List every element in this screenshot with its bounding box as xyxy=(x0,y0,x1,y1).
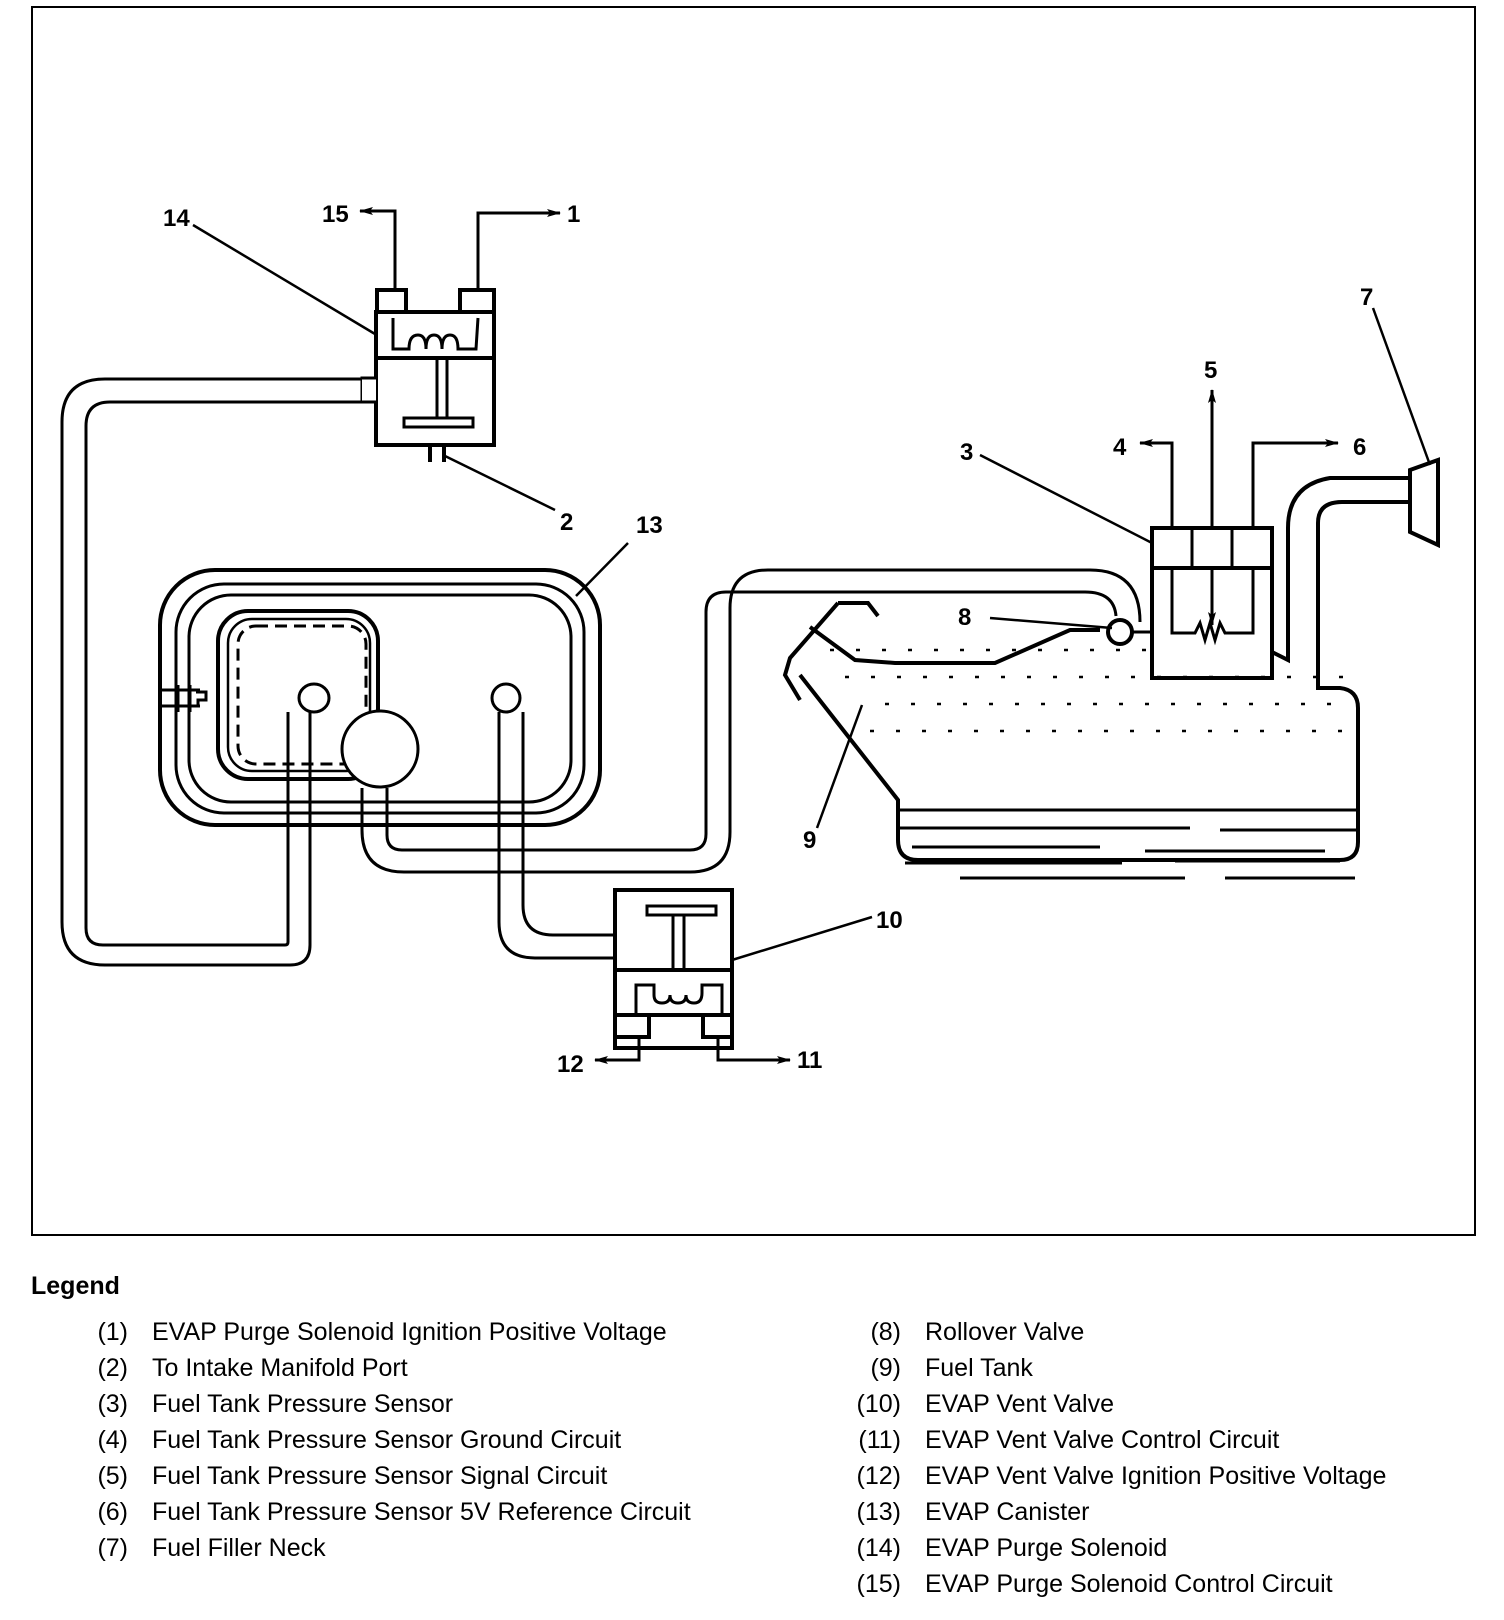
callout-5: 5 xyxy=(1204,357,1217,384)
purge-solenoid-connector-right xyxy=(458,288,496,314)
legend-number: (15) xyxy=(856,1570,901,1598)
legend-number: (3) xyxy=(97,1390,128,1418)
vapor-hose xyxy=(360,568,1142,874)
legend-number: (13) xyxy=(856,1498,901,1526)
legend-number: (10) xyxy=(856,1390,901,1418)
legend-item: (13) EVAP Canister xyxy=(835,1498,1475,1527)
legend-item: (2) To Intake Manifold Port xyxy=(90,1354,710,1383)
legend-number: (6) xyxy=(97,1498,128,1526)
legend-item: (14) EVAP Purge Solenoid xyxy=(835,1534,1475,1563)
evap-vent-valve xyxy=(600,888,734,1050)
evap-purge-solenoid xyxy=(360,288,496,462)
leader-10 xyxy=(731,915,873,962)
fuel-tank-pressure-sensor xyxy=(1150,526,1274,680)
legend-item: (7) Fuel Filler Neck xyxy=(90,1534,710,1563)
leader-8 xyxy=(989,616,1113,630)
filler-cap-icon xyxy=(1408,457,1440,549)
legend-number: (14) xyxy=(856,1534,901,1562)
leader-9 xyxy=(815,704,864,829)
legend-text: EVAP Vent Valve xyxy=(925,1390,1115,1418)
legend-text: Rollover Valve xyxy=(925,1318,1085,1346)
callout-2: 2 xyxy=(560,509,573,536)
legend-text: EVAP Purge Solenoid xyxy=(925,1534,1168,1562)
callout-7: 7 xyxy=(1360,284,1373,311)
legend-item: (8) Rollover Valve xyxy=(835,1318,1475,1347)
legend-item: (3) Fuel Tank Pressure Sensor xyxy=(90,1390,710,1419)
canister-vapor-port xyxy=(340,709,420,789)
leader-2 xyxy=(444,454,556,512)
callout-8: 8 xyxy=(958,604,971,631)
leader-7 xyxy=(1371,307,1432,466)
legend-text: Fuel Tank Pressure Sensor xyxy=(152,1390,454,1418)
legend-title: Legend xyxy=(31,1272,120,1300)
vent-valve-wires xyxy=(594,1037,791,1064)
legend-number: (2) xyxy=(97,1354,128,1382)
legend-number: (8) xyxy=(870,1318,901,1346)
legend-number: (11) xyxy=(858,1426,901,1454)
legend-item: (9) Fuel Tank xyxy=(835,1354,1475,1383)
legend-number: (1) xyxy=(97,1318,128,1346)
purge-solenoid-plunger xyxy=(402,416,475,429)
callout-11: 11 xyxy=(797,1047,822,1074)
callout-15: 15 xyxy=(322,201,349,228)
vent-valve-plunger xyxy=(645,904,718,917)
legend-item: (12) EVAP Vent Valve Ignition Positive Vo… xyxy=(835,1462,1475,1491)
purge-solenoid-coil-icon xyxy=(391,317,480,351)
purge-hose xyxy=(60,377,362,967)
callout-1: 1 xyxy=(567,201,580,228)
leader-13 xyxy=(575,542,629,597)
fuel-tank xyxy=(782,538,1360,880)
legend-item: (11) EVAP Vent Valve Control Circuit xyxy=(835,1426,1475,1455)
callout-9: 9 xyxy=(803,827,816,854)
legend-text: Fuel Filler Neck xyxy=(152,1534,326,1562)
callout-6: 6 xyxy=(1353,434,1366,461)
legend-number: (12) xyxy=(856,1462,901,1490)
leader-14 xyxy=(192,223,376,336)
legend-item: (4) Fuel Tank Pressure Sensor Ground Circ… xyxy=(90,1426,710,1455)
vapor-dots xyxy=(830,648,1350,733)
legend-text: Fuel Tank Pressure Sensor Ground Circuit xyxy=(152,1426,622,1454)
legend-item: (10) EVAP Vent Valve xyxy=(835,1390,1475,1419)
legend-text: EVAP Canister xyxy=(925,1498,1090,1526)
legend-text: Fuel Tank xyxy=(925,1354,1033,1382)
legend-text: EVAP Purge Solenoid Control Circuit xyxy=(925,1570,1333,1598)
fuel-filler-neck xyxy=(1286,457,1440,549)
callout-12: 12 xyxy=(557,1051,584,1078)
canister-ports xyxy=(297,682,522,789)
legend-item: (15) EVAP Purge Solenoid Control Circuit xyxy=(835,1570,1475,1599)
vent-hose xyxy=(497,712,600,960)
evap-system-diagram: 14 15 1 2 13 7 5 3 4 6 8 9 10 12 11 xyxy=(60,201,1440,1078)
leader-3 xyxy=(979,453,1153,545)
callout-14: 14 xyxy=(163,205,190,232)
legend-column-left: (1) EVAP Purge Solenoid Ignition Positive… xyxy=(90,1318,710,1570)
callout-13: 13 xyxy=(636,512,663,539)
legend-number: (9) xyxy=(870,1354,901,1382)
evap-canister xyxy=(158,568,602,827)
callout-10: 10 xyxy=(876,907,903,934)
legend-text: EVAP Vent Valve Control Circuit xyxy=(925,1426,1280,1454)
canister-filter-dashed xyxy=(236,624,368,766)
legend-item: (1) EVAP Purge Solenoid Ignition Positive… xyxy=(90,1318,710,1347)
callout-3: 3 xyxy=(960,439,973,466)
legend-text: EVAP Vent Valve Ignition Positive Voltag… xyxy=(925,1462,1387,1490)
purge-solenoid-wires xyxy=(359,207,561,290)
legend-number: (5) xyxy=(97,1462,128,1490)
legend-text: Fuel Tank Pressure Sensor 5V Reference C… xyxy=(152,1498,691,1526)
legend-text: To Intake Manifold Port xyxy=(152,1354,408,1382)
legend-text: EVAP Purge Solenoid Ignition Positive Vo… xyxy=(152,1318,667,1346)
legend-item: (6) Fuel Tank Pressure Sensor 5V Referenc… xyxy=(90,1498,710,1527)
vent-valve-coil-icon xyxy=(634,983,724,1015)
rollover-valve xyxy=(1106,618,1134,646)
legend-number: (7) xyxy=(97,1534,128,1562)
legend-number: (4) xyxy=(97,1426,128,1454)
legend-column-right: (8) Rollover Valve (9) Fuel Tank (10) EVAP … xyxy=(835,1318,1475,1606)
diagram-frame xyxy=(31,6,1476,1236)
pressure-sensor-wires xyxy=(1139,389,1339,528)
legend-text: Fuel Tank Pressure Sensor Signal Circuit xyxy=(152,1462,608,1490)
fuel-level-lines xyxy=(898,826,1358,880)
legend-item: (5) Fuel Tank Pressure Sensor Signal Circ… xyxy=(90,1462,710,1491)
callout-4: 4 xyxy=(1113,434,1127,461)
purge-solenoid-connector-left xyxy=(375,288,408,314)
